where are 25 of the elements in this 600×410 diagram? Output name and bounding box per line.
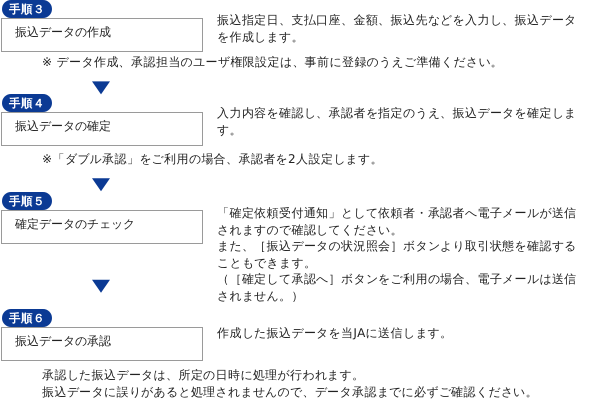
step-box <box>1 327 203 361</box>
step-description: 作成した振込データを当JAに送信します。 <box>217 325 454 342</box>
step-description: また、［振込データの状況照会］ボタンより取引状態を確認することもできます。 <box>217 238 578 271</box>
step-box <box>1 112 203 146</box>
step-box <box>1 18 203 52</box>
step-badge: 手順６ <box>2 309 52 327</box>
step-badge: 手順５ <box>2 192 52 210</box>
step-description: 「確定依頼受付通知」として依頼者・承認者へ電子メールが送信されますので確認してください。 <box>217 205 578 238</box>
step-description: 振込指定日、支払口座、金額、振込先などを入力し、振込データを作成します。 <box>217 12 578 45</box>
step-badge: 手順４ <box>2 94 52 112</box>
note-text: 振込データに誤りがあると処理されませんので、データ承認までに必ずご確認ください。 <box>42 384 538 401</box>
step-description: （［確定して承認へ］ボタンをご利用の場合、電子メールは送信されません。） <box>217 271 578 304</box>
step-badge: 手順３ <box>2 0 52 18</box>
arrow <box>92 81 110 94</box>
step-title: 振込データの作成 <box>15 24 111 40</box>
step-description: 入力内容を確認し、承認者を指定のうえ、振込データを確定します。 <box>217 105 578 138</box>
note-text: ※「ダブル承認」をご利用の場合、承認者を2人設定します。 <box>42 151 383 168</box>
arrow <box>92 178 110 192</box>
step-title: 振込データの確定 <box>15 118 111 134</box>
step-title: 振込データの承認 <box>15 333 111 349</box>
arrow <box>92 280 110 293</box>
note-text: ※ データ作成、承認担当のユーザ権限設定は、事前に登録のうえご準備ください。 <box>42 54 504 71</box>
note-text: 承認した振込データは、所定の日時に処理が行われます。 <box>42 367 364 384</box>
step-box <box>1 210 203 244</box>
step-title: 確定データのチェック <box>15 216 135 232</box>
